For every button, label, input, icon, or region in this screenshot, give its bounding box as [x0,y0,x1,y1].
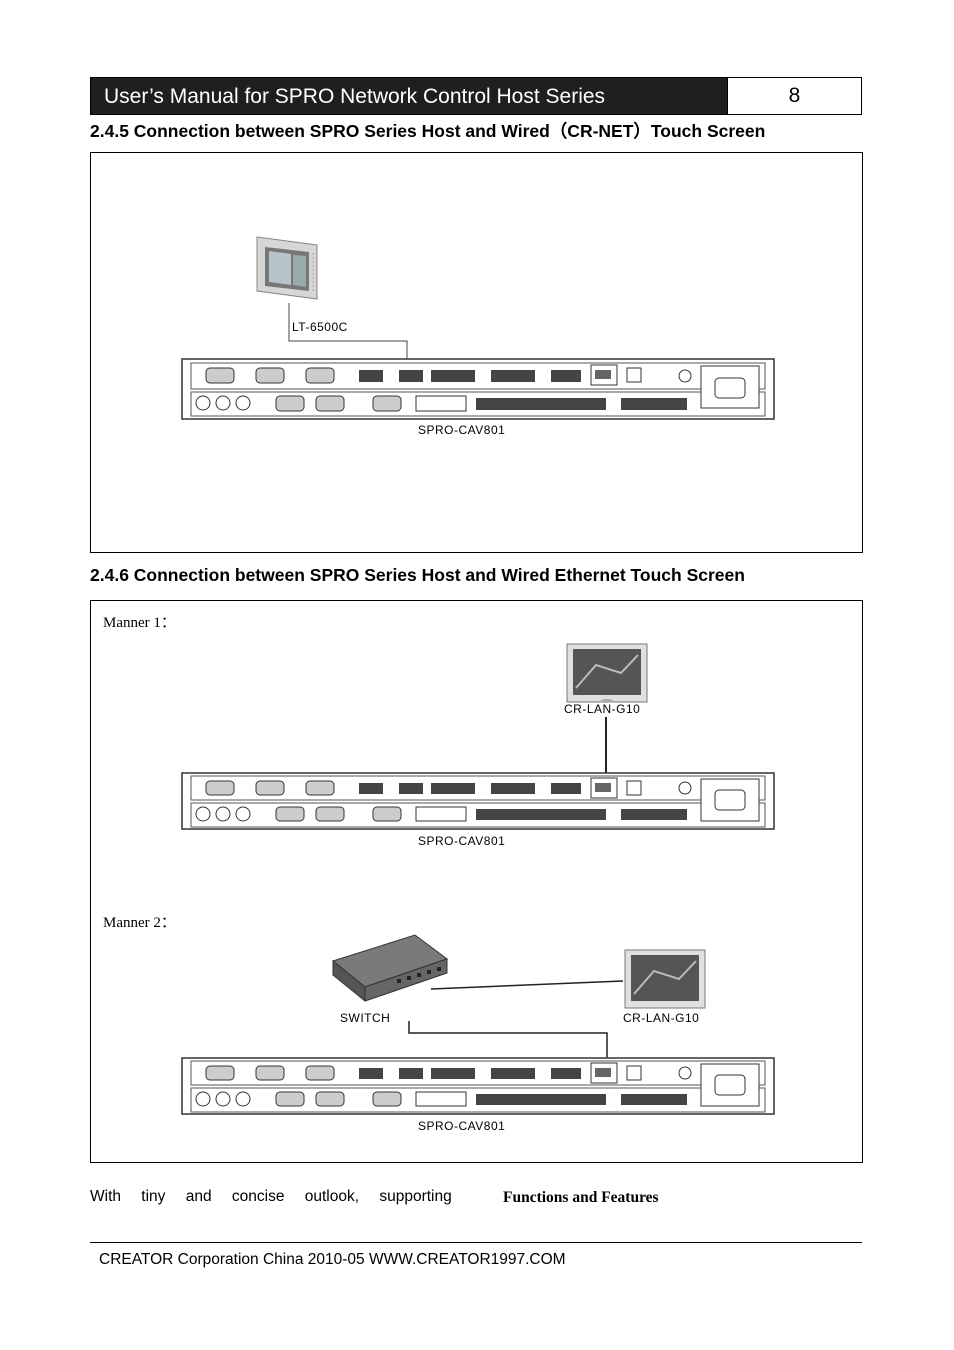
page-header: User’s Manual for SPRO Network Control H… [90,77,862,115]
manner-1-label: Manner 1： [103,615,176,631]
cr-lan-g10-label-manner-2: CR-LAN-G10 [623,1011,700,1025]
diagram-panel-cr-net: LT-6500C SPRO-CAV801 [90,152,863,553]
section-title-2-4-6: 2.4.6 Connection between SPRO Series Hos… [90,565,745,585]
spro-cav801-host-device-manner-2 [181,1057,775,1115]
cr-lan-g10-label-manner-1: CR-LAN-G10 [564,702,641,716]
body-paragraph: With tiny and concise outlook, supportin… [90,1188,452,1205]
ethernet-cable-manner-1 [605,717,607,783]
spro-cav801-label-manner-1: SPRO-CAV801 [418,834,506,848]
lt-6500c-label: LT-6500C [292,320,348,334]
cr-lan-g10-touch-screen-illustration [566,643,648,703]
network-switch-illustration [331,934,449,1003]
spro-cav801-label-manner-2: SPRO-CAV801 [418,1119,506,1133]
functions-and-features-heading: Functions and Features [503,1189,659,1206]
cr-net-cable [288,303,408,361]
page-footer: CREATOR Corporation China 2010-05 WWW.CR… [99,1251,566,1268]
section-title-2-4-5: 2.4.5 Connection between SPRO Series Hos… [90,121,766,141]
switch-label: SWITCH [340,1011,391,1025]
manner-2-label: Manner 2： [103,915,176,931]
cr-lan-g10-touch-screen-illustration-manner-2 [624,949,706,1009]
page-number: 8 [727,78,861,114]
spro-cav801-label: SPRO-CAV801 [418,423,506,437]
spro-cav801-host-device-manner-1 [181,772,775,830]
footer-rule [90,1242,862,1243]
spro-cav801-host-device [181,358,775,420]
lt-6500c-touch-screen-illustration [256,236,318,300]
ethernet-cables-manner-2 [408,980,624,1069]
manual-title: User’s Manual for SPRO Network Control H… [91,78,727,114]
diagram-panel-ethernet: Manner 1： CR-LAN-G10 SP [90,600,863,1163]
